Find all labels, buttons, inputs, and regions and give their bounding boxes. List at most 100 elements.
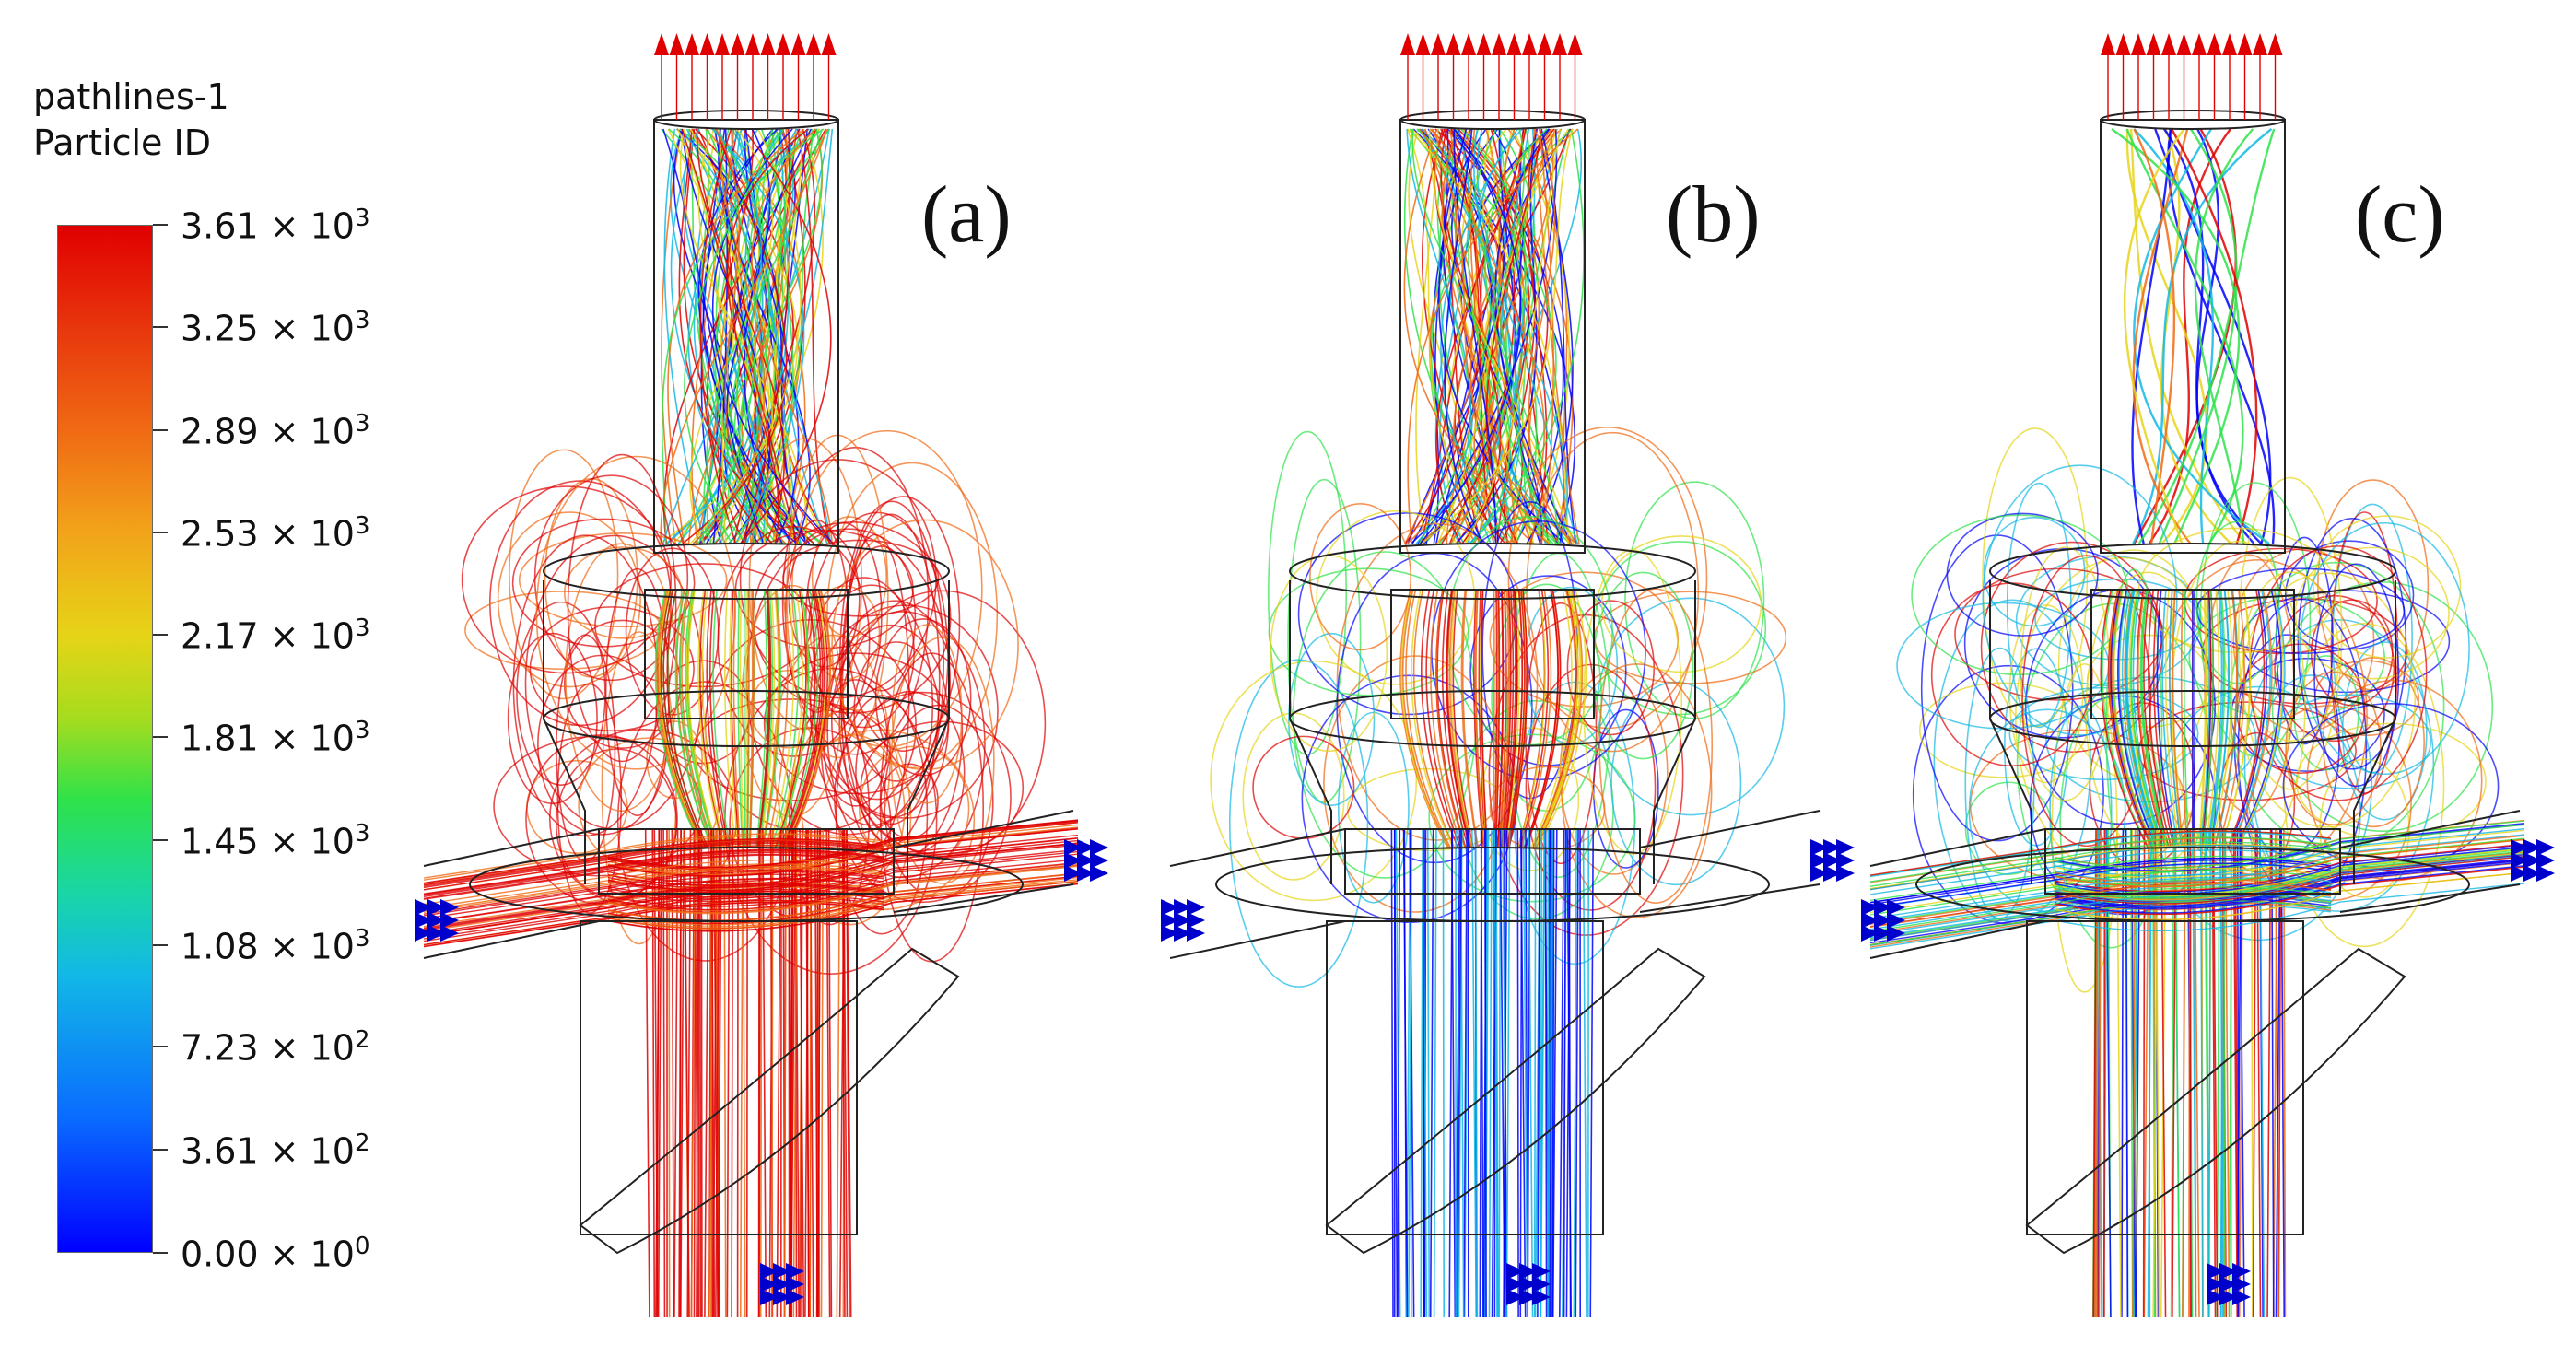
pathline	[800, 828, 803, 1318]
outlet-arrow-head	[2192, 33, 2207, 55]
pathline	[1869, 858, 2332, 904]
pathline	[827, 828, 833, 1318]
inlet-arrow-head	[1823, 852, 1842, 869]
legend-tick-label-1: 3.25 × 103	[181, 307, 370, 349]
pathline	[2054, 837, 2525, 887]
pathline	[607, 819, 1079, 869]
inlet-arrow-head	[1064, 865, 1083, 882]
pathline	[507, 632, 598, 805]
pathline	[2199, 828, 2204, 1318]
pathline	[1573, 828, 1577, 1318]
outlet-arrow-head	[745, 33, 760, 55]
pathline	[1454, 128, 1571, 544]
pathline	[681, 128, 771, 544]
pathline	[809, 828, 812, 1318]
geometry-outline	[1289, 690, 1696, 747]
outlet-arrow-head	[2131, 33, 2146, 55]
pathline	[1528, 828, 1534, 1318]
pathline	[840, 533, 910, 848]
geometry-outline	[1325, 947, 1706, 1255]
geometry-outline	[543, 690, 950, 747]
pathline	[2277, 828, 2282, 1318]
inlet-arrow-head	[1532, 1263, 1551, 1280]
pathline	[1533, 128, 1580, 544]
pathline	[1911, 514, 2129, 676]
pathline	[1448, 828, 1454, 1318]
inlet-arrow-head	[2536, 865, 2555, 882]
panel-c	[1861, 33, 2555, 1318]
geometry-outline	[1869, 810, 2521, 959]
inlet-arrow-head	[1519, 1263, 1538, 1280]
outlet-arrow-head	[2207, 33, 2222, 55]
pathline	[733, 128, 815, 544]
pathline	[2194, 128, 2254, 544]
pathline	[423, 842, 885, 889]
pathline	[1429, 128, 1575, 544]
outlet-arrow-head	[2101, 33, 2115, 55]
geometry-outline	[1169, 810, 1821, 959]
outlet-arrow-head	[669, 33, 685, 55]
inlet-arrow-head	[1836, 839, 1855, 856]
pathline	[1408, 828, 1413, 1318]
legend-tick-label-7: 1.08 × 103	[181, 925, 370, 967]
pathline	[2054, 834, 2525, 883]
pathline	[535, 455, 737, 770]
pathline	[423, 884, 885, 931]
geometry-outline	[1344, 828, 1641, 895]
pathline	[1533, 828, 1537, 1318]
geometry-outline	[2026, 920, 2304, 1235]
pathline	[2132, 128, 2273, 544]
pathline	[1522, 828, 1528, 1318]
pathline	[1426, 828, 1431, 1318]
inlet-arrow-head	[2219, 1263, 2238, 1280]
inlet-arrow-head	[1187, 912, 1205, 929]
legend-tick-6	[153, 838, 168, 841]
pathline	[1488, 828, 1493, 1318]
geometry-outline	[2100, 119, 2286, 554]
outlet-arrow-head	[1537, 33, 1552, 55]
geometry-outline	[644, 589, 849, 719]
inlet-arrow-head	[415, 899, 433, 916]
inlet-arrow-head	[2511, 852, 2529, 869]
inlet-arrow-head	[1174, 925, 1192, 942]
inlet-arrow-head	[786, 1289, 804, 1305]
inlet-arrow-head	[1836, 852, 1855, 869]
pathline	[607, 879, 1079, 928]
legend-tick-label-10: 0.00 × 100	[181, 1233, 370, 1275]
pathline	[2171, 128, 2258, 544]
pathline	[1525, 663, 1657, 911]
pathline	[1598, 588, 1714, 904]
inlet-arrow-head	[440, 925, 459, 942]
pathline	[697, 828, 700, 1318]
pathline	[1474, 828, 1479, 1318]
pathline	[2299, 521, 2470, 776]
legend-tick-label-5: 1.81 × 103	[181, 717, 370, 760]
inlet-arrow-head	[1810, 852, 1829, 869]
pathline	[1488, 614, 1684, 936]
pathline	[742, 828, 746, 1318]
pathline	[2232, 828, 2239, 1318]
inlet-arrow-head	[1090, 839, 1108, 856]
pathline	[1505, 828, 1511, 1318]
pathline	[805, 828, 810, 1318]
pathline	[1869, 870, 2332, 916]
inlet-arrow-head	[1810, 839, 1829, 856]
pathline	[2182, 828, 2186, 1318]
pathline	[2129, 128, 2247, 544]
outlet-arrow-head	[2253, 33, 2267, 55]
pathline	[1468, 128, 1557, 544]
pathline	[488, 480, 673, 727]
pathline	[1457, 828, 1462, 1318]
pathline	[698, 828, 702, 1318]
inlet-arrow-head	[2511, 865, 2529, 882]
pathline	[2313, 563, 2400, 788]
pathline	[1563, 828, 1567, 1318]
pathline	[786, 434, 889, 759]
pathline	[2054, 843, 2525, 893]
pathline	[2242, 571, 2340, 743]
legend-tick-label-0: 3.61 × 103	[181, 205, 370, 247]
pathline	[2054, 835, 2525, 884]
pathline	[661, 128, 825, 544]
pathline	[1537, 828, 1540, 1318]
